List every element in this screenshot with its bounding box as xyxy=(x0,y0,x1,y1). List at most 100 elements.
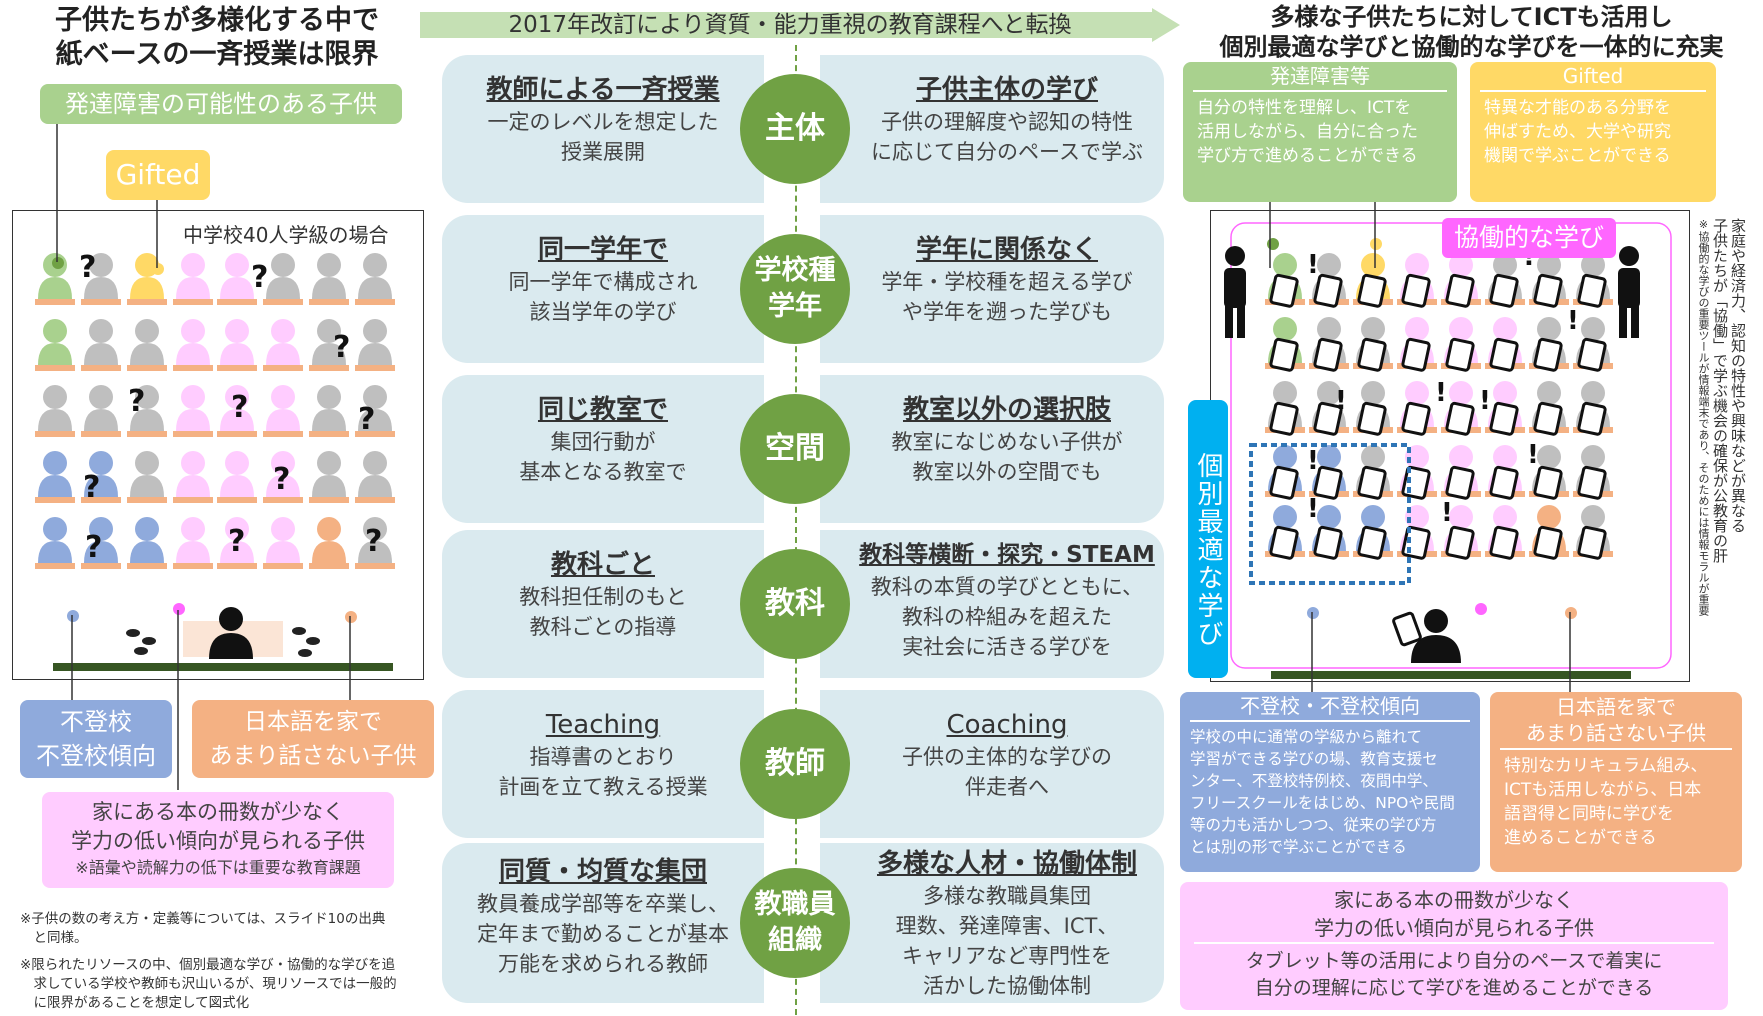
card-text: 教科の本質の学びとともに、 xyxy=(870,575,1144,599)
student-head xyxy=(1361,505,1385,529)
desk xyxy=(127,431,167,437)
student-head xyxy=(1273,381,1297,405)
card-traditional: 教科ごと教科担任制のもと教科ごとの指導 xyxy=(442,530,764,678)
desk xyxy=(81,431,121,437)
student-head xyxy=(43,385,67,409)
card-text: や学年を遡った学びも xyxy=(902,300,1112,324)
exclaim-mark: ! xyxy=(1307,250,1319,280)
student-body xyxy=(220,541,254,563)
student-head xyxy=(1493,445,1517,469)
teacher-head xyxy=(1424,609,1448,633)
tablet-icon xyxy=(1577,273,1607,308)
teacher-head xyxy=(219,607,243,631)
student-head xyxy=(1405,253,1429,277)
desk xyxy=(309,365,349,371)
student-head xyxy=(1449,381,1473,405)
desk xyxy=(35,299,75,305)
category-circle: 教科 xyxy=(740,549,850,659)
tablet-icon xyxy=(1489,401,1519,436)
student-body xyxy=(84,343,118,365)
student-head xyxy=(1581,445,1605,469)
student-head xyxy=(271,253,295,277)
student-head xyxy=(1581,253,1605,277)
box-books-right: 家にある本の冊数が少なく 学力の低い傾向が見られる子供 タブレット等の活用により… xyxy=(1180,882,1728,1010)
student-body xyxy=(176,277,210,299)
tablet-icon xyxy=(1269,465,1299,500)
card-title: 教科ごと xyxy=(550,550,655,580)
question-mark: ? xyxy=(365,524,382,559)
student-head xyxy=(135,319,159,343)
tablet-icon xyxy=(1577,465,1607,500)
tablet-icon xyxy=(1313,525,1343,560)
student-head xyxy=(1537,381,1561,405)
tablet-icon xyxy=(1269,337,1299,372)
student-body xyxy=(130,475,164,497)
student-head xyxy=(89,451,113,475)
marker-dot xyxy=(173,603,185,615)
card-future: 教室以外の選択肢教室になじめない子供が教室以外の空間でも xyxy=(820,375,1164,523)
student-head xyxy=(181,253,205,277)
individual-label: 個別最適な学び xyxy=(1188,400,1228,678)
category-label: 教師 xyxy=(765,746,825,781)
tag-disability: 発達障害の可能性のある子供 xyxy=(40,84,402,124)
student-body xyxy=(312,343,346,365)
student-head xyxy=(1361,253,1385,277)
student-body xyxy=(84,409,118,431)
marker-dot xyxy=(1370,238,1382,250)
collab-label: 協働的な学び xyxy=(1442,218,1616,258)
tablet-icon xyxy=(1489,273,1519,308)
student-head xyxy=(135,517,159,541)
student-head xyxy=(89,385,113,409)
question-mark: ? xyxy=(251,260,268,295)
tablet-icon xyxy=(1489,525,1519,560)
student-head xyxy=(89,253,113,277)
student-head xyxy=(317,385,341,409)
student-head xyxy=(1449,445,1473,469)
card-title: 教師による一斉授業 xyxy=(486,75,720,105)
desk xyxy=(35,365,75,371)
student-body xyxy=(312,409,346,431)
student-body xyxy=(176,475,210,497)
student-head xyxy=(135,385,159,409)
tag-absent: 不登校 不登校傾向 xyxy=(20,700,172,778)
tablet-icon xyxy=(1392,611,1422,647)
papers-icon xyxy=(142,637,156,645)
desk xyxy=(263,299,303,305)
papers-icon xyxy=(298,649,312,657)
student-head xyxy=(1317,505,1341,529)
classroom-right-seating: !!!!!!!!!! xyxy=(1224,222,1672,679)
exclaim-mark: ! xyxy=(1335,386,1347,416)
papers-icon xyxy=(134,647,148,655)
student-head xyxy=(1273,253,1297,277)
card-text: 教員養成学部等を卒業し、 xyxy=(477,892,729,916)
category-circle: 学校種学年 xyxy=(740,234,850,344)
tablet-icon xyxy=(1577,401,1607,436)
student-head xyxy=(1405,381,1429,405)
card-title: 教室以外の選択肢 xyxy=(902,395,1111,425)
student-body xyxy=(266,277,300,299)
category-label: 主体 xyxy=(765,111,825,146)
desk xyxy=(309,299,349,305)
card-title: 同一学年で xyxy=(537,235,668,265)
tablet-icon xyxy=(1445,337,1475,372)
category-label: 空間 xyxy=(765,431,825,466)
desk xyxy=(263,365,303,371)
category-label: 教職員 xyxy=(754,889,836,920)
marker-dot xyxy=(1475,603,1487,615)
exclaim-mark: ! xyxy=(1441,498,1453,528)
card-title: 子供主体の学び xyxy=(915,75,1098,105)
student-head xyxy=(225,517,249,541)
desk xyxy=(81,497,121,503)
student-head xyxy=(363,451,387,475)
student-head xyxy=(89,319,113,343)
tablet-icon xyxy=(1357,401,1387,436)
student-head xyxy=(1493,317,1517,341)
class-label: 中学校40人学級の場合 xyxy=(183,223,389,247)
card-traditional: 教師による一斉授業一定のレベルを想定した授業展開 xyxy=(442,55,764,203)
student-head xyxy=(317,451,341,475)
category-circle: 主体 xyxy=(740,74,850,184)
card-text: 計画を立て教える授業 xyxy=(498,775,708,799)
card-traditional: 同質・均質な集団教員養成学部等を卒業し、定年まで勤めることが基本万能を求められる… xyxy=(442,843,764,1003)
tag-gifted: Gifted xyxy=(106,150,210,200)
question-mark: ? xyxy=(273,462,290,497)
